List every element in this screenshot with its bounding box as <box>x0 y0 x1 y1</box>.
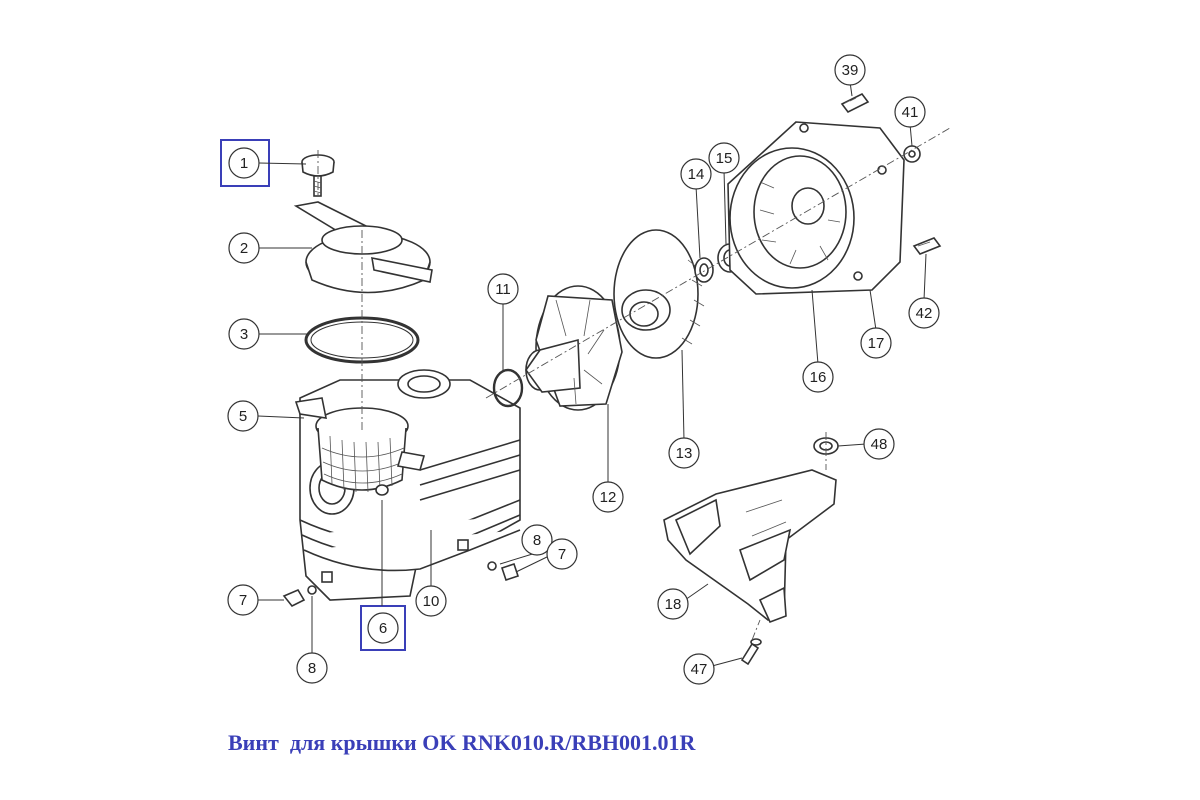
callout-42: 42 <box>908 297 940 329</box>
pump-housing <box>294 369 521 601</box>
svg-text:47: 47 <box>691 661 708 678</box>
svg-text:8: 8 <box>533 532 541 549</box>
callout-15: 15 <box>708 142 740 174</box>
svg-text:8: 8 <box>308 660 316 677</box>
svg-text:10: 10 <box>423 593 440 610</box>
svg-text:15: 15 <box>716 150 733 167</box>
callout-14: 14 <box>680 158 712 190</box>
part-12-diffuser <box>525 285 623 411</box>
svg-text:13: 13 <box>676 445 693 462</box>
callout-18: 18 <box>657 588 689 620</box>
part-13-impeller <box>613 229 705 359</box>
callout-41: 41 <box>894 96 926 128</box>
callout-6: 6 <box>367 612 399 644</box>
callout-10: 10 <box>415 585 447 617</box>
lid-axis <box>317 150 363 430</box>
callout-11: 11 <box>487 273 519 305</box>
callout-47: 47 <box>683 653 715 685</box>
part-41-washer <box>903 145 921 163</box>
callout-17: 17 <box>860 327 892 359</box>
part-14-seal-ring <box>694 257 714 283</box>
svg-text:16: 16 <box>810 369 827 386</box>
base-axis <box>751 432 827 641</box>
leader-lines <box>257 81 927 667</box>
callout-48: 48 <box>863 428 895 460</box>
svg-text:11: 11 <box>495 281 511 298</box>
svg-text:41: 41 <box>902 104 919 121</box>
svg-text:18: 18 <box>665 596 682 613</box>
callout-7-right: 7 <box>546 538 578 570</box>
svg-text:14: 14 <box>688 166 705 183</box>
svg-text:48: 48 <box>871 436 888 453</box>
part-47-screw <box>740 638 762 666</box>
part-caption: Винт для крышки OK RNK010.R/RBH001.01R <box>228 730 696 755</box>
callout-8-left: 8 <box>296 652 328 684</box>
part-18-base <box>663 469 837 624</box>
callout-2: 2 <box>228 232 260 264</box>
callout-1: 1 <box>228 147 260 179</box>
callout-16: 16 <box>802 361 834 393</box>
part-11-o-ring <box>492 368 524 408</box>
svg-text:6: 6 <box>379 620 387 637</box>
svg-text:1: 1 <box>240 155 248 172</box>
svg-text:5: 5 <box>239 408 247 425</box>
callout-7-left: 7 <box>227 584 259 616</box>
svg-text:42: 42 <box>916 305 933 322</box>
part-42-bolt <box>912 237 942 255</box>
svg-text:12: 12 <box>600 489 617 506</box>
svg-text:3: 3 <box>240 326 248 343</box>
part-2-lid <box>293 201 433 294</box>
callout-3: 3 <box>228 318 260 350</box>
assembly-axis <box>485 127 951 399</box>
callout-5: 5 <box>227 400 259 432</box>
part-16-seal-plate <box>727 121 905 295</box>
callout-13: 13 <box>668 437 700 469</box>
part-39-bolt <box>840 92 870 114</box>
callout-12: 12 <box>592 481 624 513</box>
svg-text:39: 39 <box>842 62 859 79</box>
drain-plug-left <box>282 585 317 608</box>
svg-text:7: 7 <box>558 546 566 563</box>
highlight-box-part-6 <box>360 605 406 651</box>
part-3-o-ring <box>304 316 420 364</box>
drain-plug-right <box>487 561 520 582</box>
svg-text:17: 17 <box>868 335 885 352</box>
callout-39: 39 <box>834 54 866 86</box>
svg-text:2: 2 <box>240 240 248 257</box>
svg-text:7: 7 <box>239 592 247 609</box>
callout-8-right: 8 <box>521 524 553 556</box>
